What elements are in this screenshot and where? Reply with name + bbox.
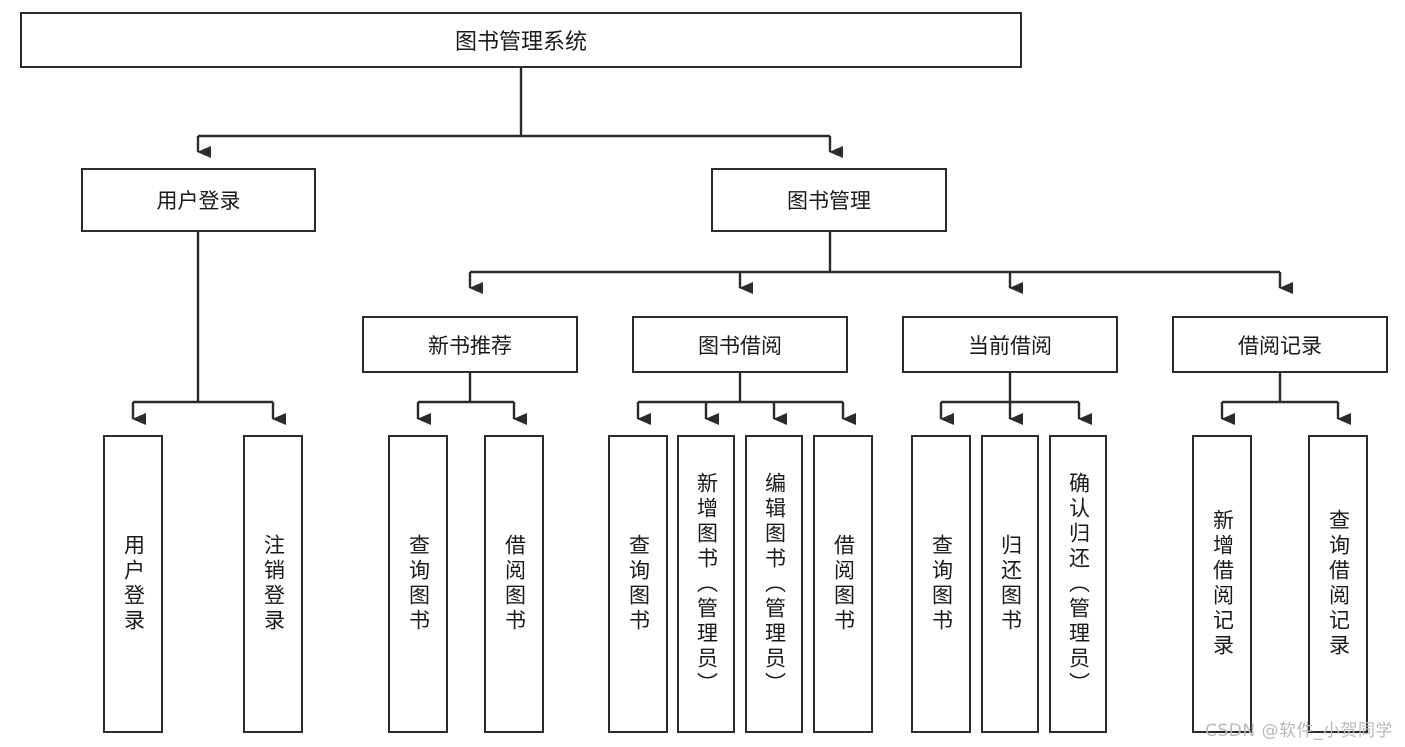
node-label: 用户登录 [156,189,241,213]
node-label: 查询借阅记录 [1326,509,1351,659]
csdn-watermark: CSDN @软件_小贺同学 [1205,721,1393,741]
node-label: 查询图书 [929,534,954,634]
node-new-book-recommendation[interactable]: 新书推荐 [362,316,578,373]
node-root-book-management-system[interactable]: 图书管理系统 [20,12,1022,68]
leaf-add-borrow-record[interactable]: 新增借阅记录 [1192,435,1252,733]
node-label: 编辑图书（管理员） [762,471,787,697]
leaf-query-book-new-book[interactable]: 查询图书 [388,435,448,733]
node-label: 查询图书 [406,534,431,634]
leaf-query-book-current[interactable]: 查询图书 [911,435,971,733]
leaf-logout-login[interactable]: 注销登录 [243,435,303,733]
node-borrow-record[interactable]: 借阅记录 [1172,316,1388,373]
node-label: 新书推荐 [428,333,512,358]
leaf-user-login[interactable]: 用户登录 [103,435,163,733]
node-book-management[interactable]: 图书管理 [711,168,947,232]
leaf-borrow-book-borrow[interactable]: 借阅图书 [813,435,873,733]
node-user-login[interactable]: 用户登录 [81,168,316,232]
leaf-query-book-borrow[interactable]: 查询图书 [608,435,668,733]
node-label: 新增图书（管理员） [694,471,719,697]
leaf-edit-book-admin[interactable]: 编辑图书（管理员） [745,435,803,733]
node-current-borrow[interactable]: 当前借阅 [902,316,1118,373]
node-book-borrow[interactable]: 图书借阅 [632,316,848,373]
node-label: 注销登录 [261,534,286,634]
leaf-confirm-return-admin[interactable]: 确认归还（管理员） [1049,435,1107,733]
node-label: 确认归还（管理员） [1066,471,1091,697]
node-label: 当前借阅 [968,333,1052,358]
node-label: 归还图书 [998,534,1023,634]
node-label: 借阅记录 [1238,333,1322,358]
node-label: 图书借阅 [698,333,782,358]
node-label: 借阅图书 [831,534,856,634]
leaf-return-book[interactable]: 归还图书 [981,435,1039,733]
node-label: 查询图书 [626,534,651,634]
leaf-borrow-book-new-book[interactable]: 借阅图书 [484,435,544,733]
leaf-query-borrow-record[interactable]: 查询借阅记录 [1308,435,1368,733]
node-label: 图书管理系统 [454,30,587,55]
node-label: 新增借阅记录 [1210,509,1235,659]
node-label: 用户登录 [121,534,146,634]
leaf-add-book-admin[interactable]: 新增图书（管理员） [677,435,735,733]
node-label: 借阅图书 [502,534,527,634]
node-label: 图书管理 [787,189,871,213]
